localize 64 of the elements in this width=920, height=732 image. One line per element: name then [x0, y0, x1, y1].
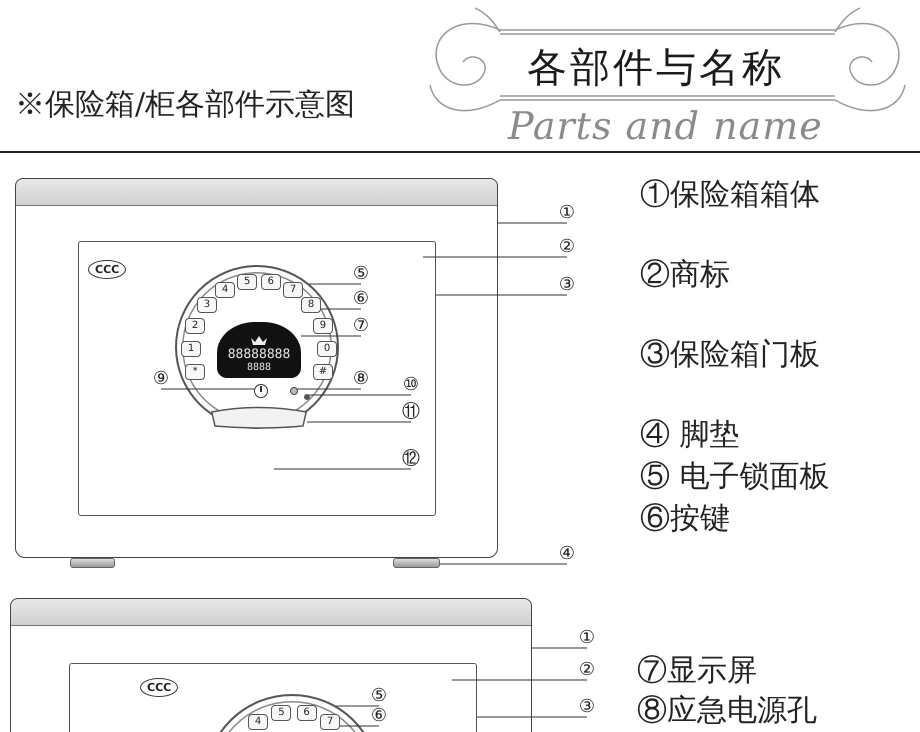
- callout-number: ⑦: [349, 316, 373, 336]
- display-digits: 8888: [246, 363, 272, 373]
- leader-line: [160, 388, 255, 390]
- foot-pad: [393, 558, 440, 568]
- foot-pad: [70, 558, 115, 568]
- callout-number: ⑫: [399, 449, 423, 469]
- leader-line: [436, 294, 568, 296]
- key-lock-cylinder: [254, 384, 268, 398]
- keypad-key: 9: [312, 318, 333, 334]
- section-title: 各部件与名称: [527, 44, 785, 93]
- leader-line: [308, 394, 412, 396]
- keypad-key: 4: [248, 714, 268, 730]
- keypad-key: 8: [301, 297, 322, 314]
- part-name: ①保险箱箱体: [640, 178, 820, 212]
- part-name: ⑥按键: [640, 502, 730, 536]
- keypad-key: 2: [185, 318, 206, 334]
- keypad-key: 6: [260, 274, 281, 290]
- keypad-key: 7: [283, 282, 303, 298]
- keypad-key: 7: [320, 714, 340, 730]
- callout-number: ④: [555, 544, 579, 564]
- keypad-key: 4: [215, 282, 235, 298]
- leader-line: [476, 716, 588, 718]
- leader-line: [274, 468, 412, 470]
- callout-number: ③: [555, 275, 579, 295]
- page-heading: ※保险箱/柜各部件示意图: [15, 88, 356, 122]
- part-name: ⑤ 电子锁面板: [640, 460, 830, 494]
- callout-number: ①: [575, 628, 599, 648]
- callout-number: ②: [555, 237, 579, 257]
- callout-number: ⑤: [349, 264, 373, 284]
- display-digits: 88888888: [228, 348, 290, 361]
- safe-body: [15, 178, 498, 558]
- display-screen: [217, 322, 301, 378]
- callout-number: ⑥: [367, 706, 391, 726]
- callout-number: ⑥: [349, 289, 373, 309]
- keypad-key: 6: [296, 705, 316, 722]
- leader-line: [320, 308, 362, 310]
- keypad-key: 1: [181, 341, 201, 357]
- callout-number: ⑩: [399, 375, 423, 395]
- callout-number: ②: [575, 660, 599, 680]
- part-name: ⑧应急电源孔: [637, 694, 817, 728]
- keypad-key: 0: [317, 341, 337, 357]
- lock-cover: [211, 406, 307, 428]
- callout-number: ③: [575, 697, 599, 717]
- keypad-key: *: [185, 364, 206, 380]
- keypad-key: 5: [271, 705, 292, 722]
- part-name: ②商标: [640, 258, 730, 292]
- indicator-dot: [304, 394, 310, 400]
- leader-line: [422, 256, 568, 258]
- keypad-key: 3: [196, 297, 217, 314]
- keypad-key: #: [312, 364, 333, 380]
- callout-number: ⑤: [367, 686, 391, 706]
- callout-number: ⑨: [149, 369, 173, 389]
- callout-number: ⑪: [399, 402, 423, 422]
- keypad-key: 5: [237, 274, 258, 290]
- part-name: ③保险箱门板: [640, 338, 820, 372]
- door-panel: [78, 241, 436, 516]
- leader-line: [498, 222, 568, 224]
- callout-number: ⑧: [349, 369, 373, 389]
- part-name: ⑦显示屏: [637, 654, 757, 688]
- subtitle: Parts and name: [508, 104, 823, 148]
- part-name: ④ 脚垫: [640, 418, 740, 452]
- leader-line: [296, 388, 362, 390]
- callout-number: ①: [555, 203, 579, 223]
- power-socket-hole: [290, 387, 298, 395]
